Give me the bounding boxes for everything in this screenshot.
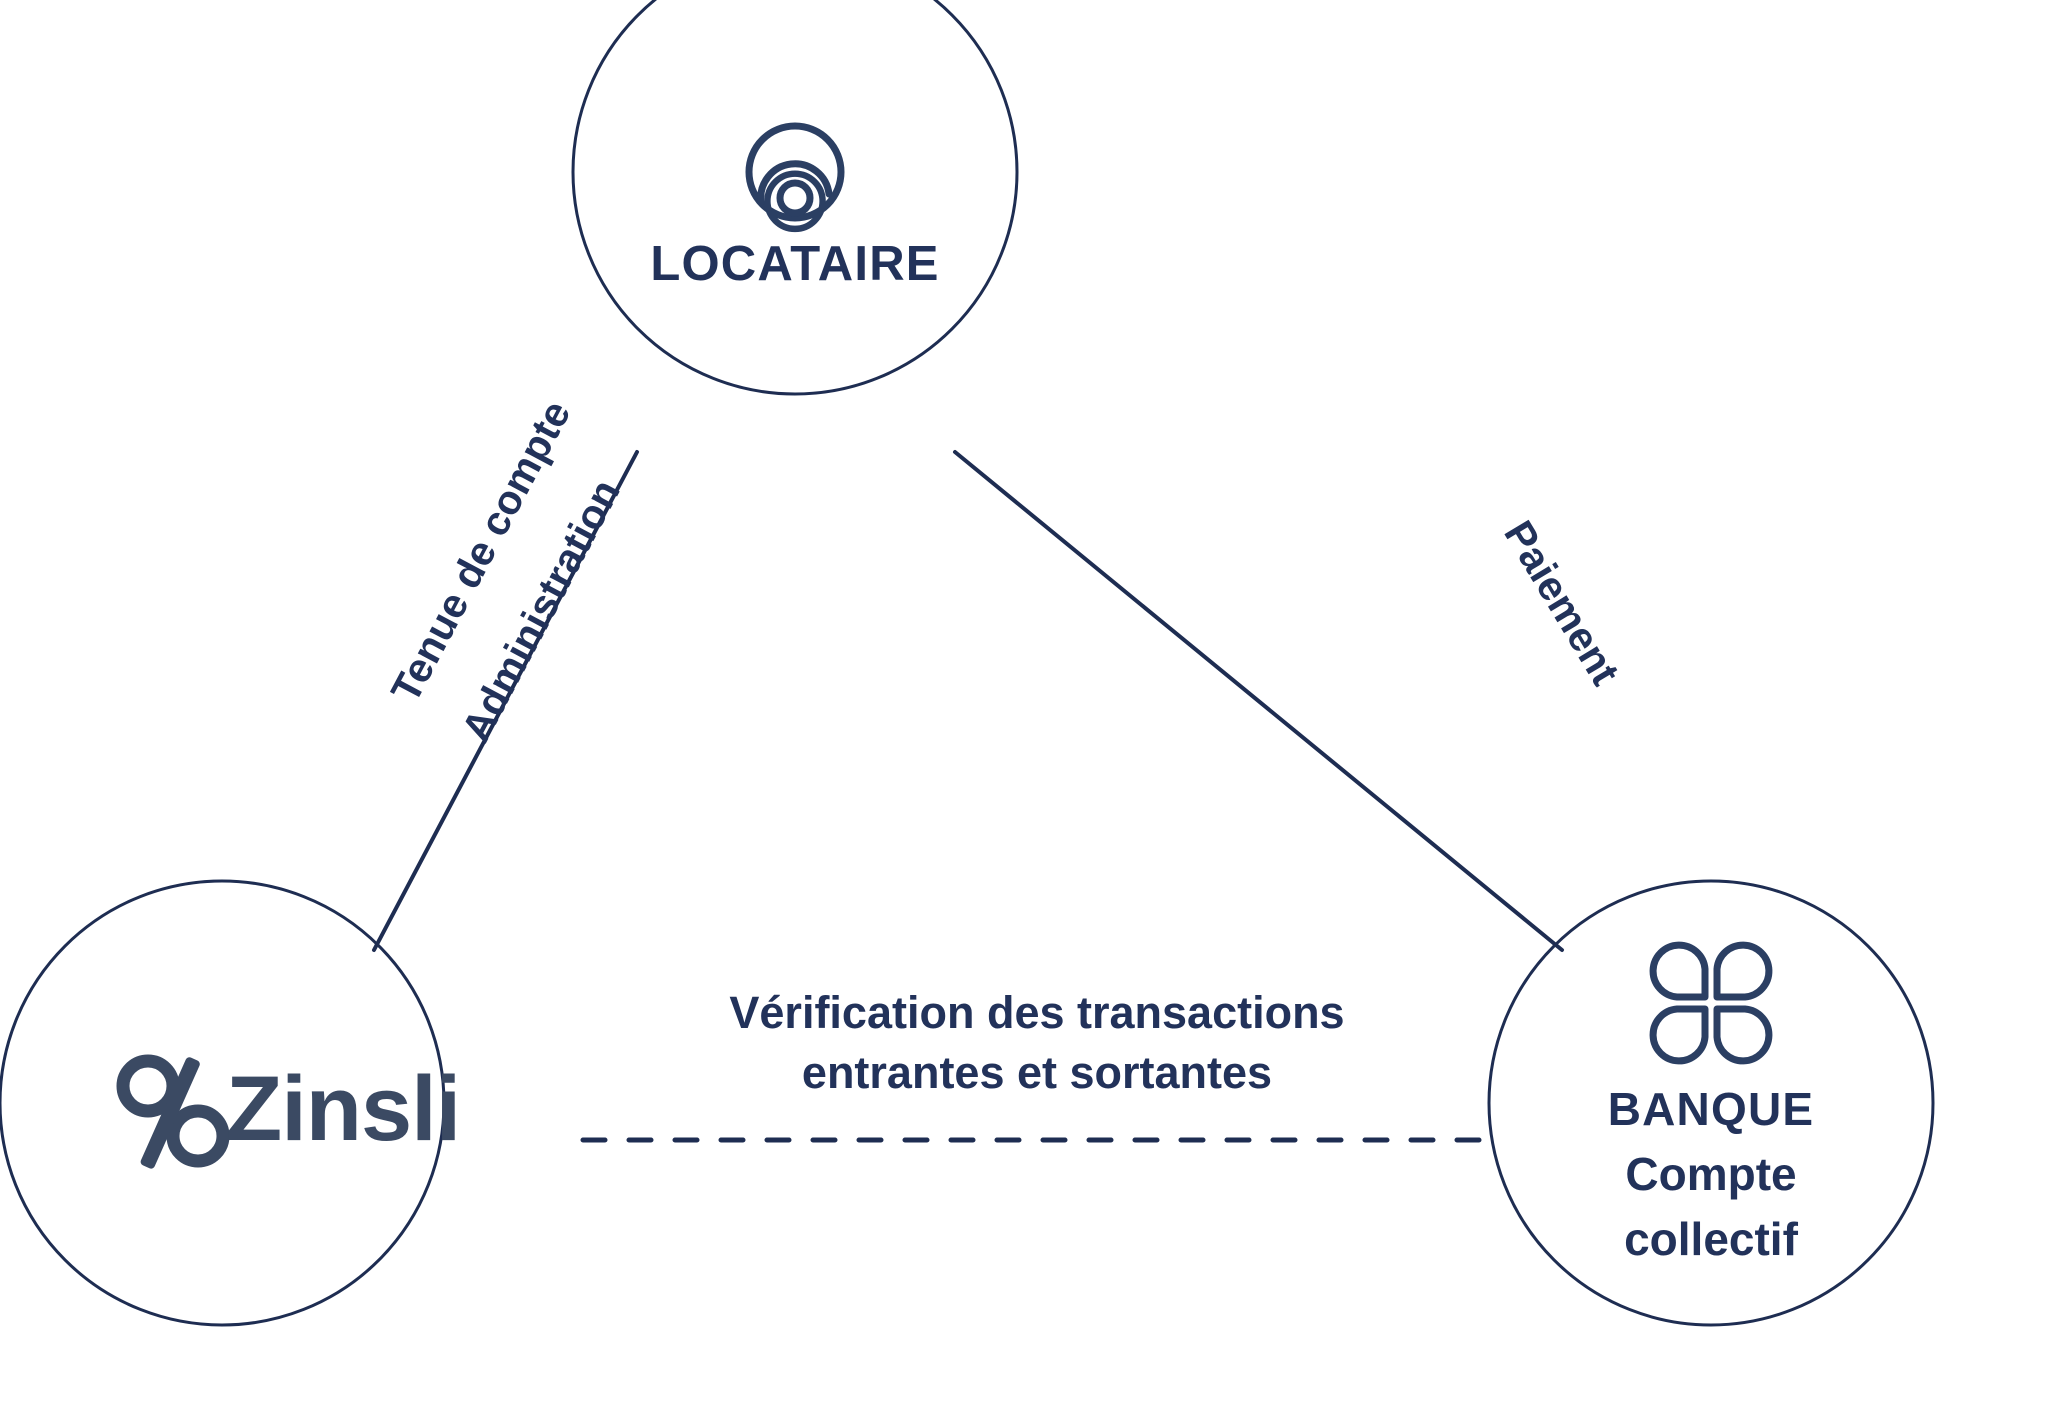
connector-tenant-to-bank [953, 450, 1564, 952]
bank-label-line1: BANQUE [1608, 1083, 1815, 1135]
edge-label-right: Paiement [1495, 513, 1628, 693]
edge-label-bottom-line2: entrantes et sortantes [802, 1047, 1272, 1098]
tenant-label: LOCATAIRE [650, 237, 939, 291]
company-circle [0, 879, 446, 1327]
connectors [372, 450, 1564, 1143]
bank-circle [1487, 879, 1935, 1327]
clover-bank-icon [1649, 941, 1773, 1065]
bank-label-line2: Compte [1625, 1148, 1796, 1200]
edge-label-right-line1: Paiement [1495, 513, 1628, 693]
edge-label-bottom: Vérification des transactions entrantes … [729, 987, 1344, 1098]
zinsli-logo-icon: Zinsli [116, 1054, 461, 1169]
bank-label-line3: collectif [1624, 1213, 1799, 1265]
edge-label-bottom-line1: Vérification des transactions [729, 987, 1344, 1038]
zinsli-wordmark: Zinsli [226, 1058, 460, 1160]
tenant-circle [571, 0, 1019, 396]
edge-label-left: Tenue de compte Administration [382, 393, 629, 749]
node-bank[interactable]: BANQUE Compte collectif [1487, 879, 1935, 1327]
tenant-person-icon [745, 122, 845, 233]
node-tenant[interactable]: LOCATAIRE [571, 0, 1019, 396]
node-company[interactable]: Zinsli [0, 879, 461, 1327]
connector-company-to-tenant [372, 450, 639, 952]
